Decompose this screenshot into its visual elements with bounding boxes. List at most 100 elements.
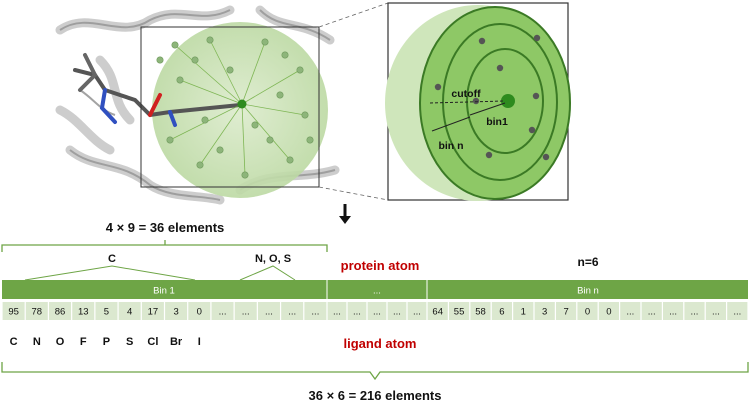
group-nos-label: N, O, S: [255, 253, 291, 265]
value-cell: 5: [95, 302, 118, 320]
value-cell-text: 3: [173, 307, 178, 318]
cells-group-middle: ...............: [327, 302, 427, 320]
ligand-atom-s: S: [126, 336, 133, 348]
value-cell: 0: [188, 302, 211, 320]
value-cell-text: 55: [454, 307, 465, 318]
binn-header: Bin n: [577, 286, 599, 297]
central-ligand-atom: [237, 99, 247, 109]
value-cell: ...: [327, 302, 347, 320]
value-cell: 3: [165, 302, 188, 320]
value-cell: ...: [387, 302, 407, 320]
value-cell: 58: [470, 302, 491, 320]
ligand-atom-c: C: [10, 336, 18, 348]
value-cell-text: ...: [669, 307, 677, 318]
bin-header-bar: Bin 1 ... Bin n: [2, 280, 748, 299]
zoom-box: [140, 26, 320, 188]
value-cell-text: ...: [311, 307, 319, 318]
value-cell-text: 86: [55, 307, 66, 318]
elements-216-label: 36 × 6 = 216 elements: [309, 388, 442, 403]
value-cell: ...: [727, 302, 748, 320]
ligand-atom-br: Br: [170, 336, 183, 348]
value-cell-text: 0: [197, 307, 202, 318]
value-cell-text: ...: [353, 307, 361, 318]
value-cell: ...: [347, 302, 367, 320]
value-cell: ...: [211, 302, 234, 320]
cutoff-label: cutoff: [451, 88, 481, 100]
binn-label: bin n: [438, 140, 463, 152]
value-cell: 64: [427, 302, 448, 320]
value-cell-text: ...: [333, 307, 341, 318]
value-cell-text: ...: [393, 307, 401, 318]
value-cell-text: 13: [78, 307, 89, 318]
value-cell-text: ...: [648, 307, 656, 318]
bin1-header: Bin 1: [153, 286, 175, 297]
ligand-atom-n: N: [33, 336, 41, 348]
nos-bracket: [239, 265, 296, 281]
value-cell-text: ...: [691, 307, 699, 318]
zoom-line-bottom: [318, 186, 389, 201]
value-cell-text: 58: [475, 307, 486, 318]
value-cell: ...: [663, 302, 684, 320]
value-cell-text: ...: [712, 307, 720, 318]
value-cell-text: ...: [733, 307, 741, 318]
value-cell-text: 5: [104, 307, 109, 318]
value-cell-text: 0: [585, 307, 590, 318]
value-cell: 13: [72, 302, 95, 320]
group-c-label: C: [108, 253, 116, 265]
value-cell: ...: [407, 302, 427, 320]
bottom-bracket: [1, 362, 749, 381]
value-cell-text: ...: [413, 307, 421, 318]
value-cell-text: ...: [626, 307, 634, 318]
value-cell: 0: [598, 302, 619, 320]
value-cell-text: ...: [288, 307, 296, 318]
ligand-atom-i: I: [198, 336, 201, 348]
dots-header: ...: [373, 286, 381, 297]
value-cell-text: 6: [499, 307, 504, 318]
value-cell-text: ...: [242, 307, 250, 318]
bin-diagram: cutoff bin1 bin n: [385, 2, 571, 201]
value-cell-text: 78: [32, 307, 43, 318]
top-bracket: [1, 244, 328, 252]
value-cell-text: ...: [373, 307, 381, 318]
value-cell: 4: [118, 302, 141, 320]
value-cell: 0: [577, 302, 598, 320]
value-cell: 78: [25, 302, 48, 320]
value-cell-text: 1: [521, 307, 526, 318]
bin1-label: bin1: [486, 116, 508, 128]
value-cell-text: 17: [148, 307, 159, 318]
value-cell: 17: [141, 302, 164, 320]
value-cell-text: 95: [8, 307, 19, 318]
c-bracket: [24, 265, 196, 281]
zoom-line-top: [318, 2, 389, 28]
ligand-atom-label: ligand atom: [344, 336, 417, 351]
ligand-atom-o: O: [56, 336, 65, 348]
protein-atom-label: protein atom: [341, 258, 420, 273]
value-cell: 55: [449, 302, 470, 320]
cutoff-sphere: [152, 22, 328, 198]
elements-36-label: 4 × 9 = 36 elements: [106, 220, 225, 235]
value-cell-text: 3: [542, 307, 547, 318]
value-cell: ...: [257, 302, 280, 320]
n-equals-label: n=6: [577, 255, 598, 269]
down-arrow-icon: [339, 204, 351, 224]
value-cell: 6: [491, 302, 512, 320]
value-cell: 3: [534, 302, 555, 320]
value-cell: ...: [641, 302, 662, 320]
value-cell: ...: [684, 302, 705, 320]
value-cell: 7: [556, 302, 577, 320]
ligand-atom-f: F: [80, 336, 87, 348]
value-cell-text: 64: [432, 307, 443, 318]
center-atom: [501, 94, 515, 108]
protein-structure-image: [52, 0, 348, 205]
value-cell-text: ...: [219, 307, 227, 318]
ligand-atom-cl: Cl: [147, 336, 158, 348]
value-cell-text: 0: [606, 307, 611, 318]
value-cell: 95: [2, 302, 25, 320]
value-cell-text: ...: [265, 307, 273, 318]
value-cell: ...: [281, 302, 304, 320]
value-cell: ...: [620, 302, 641, 320]
